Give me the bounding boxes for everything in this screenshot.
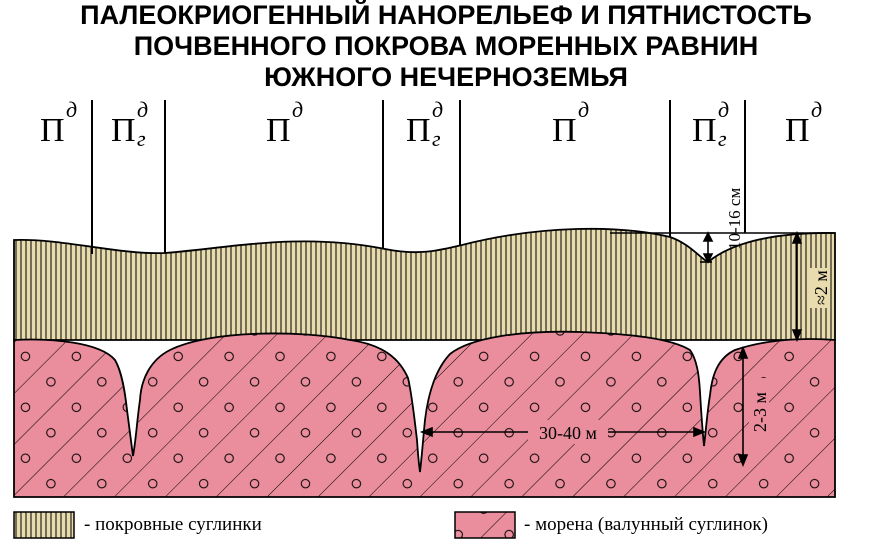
svg-text:д: д xyxy=(578,97,589,122)
svg-text:д: д xyxy=(432,97,443,122)
wedge-depth-label: 2-3 м xyxy=(750,392,770,432)
legend-label-moraine: - морена (валунный суглинок) xyxy=(524,514,768,535)
relief-height-label: 10-16 см xyxy=(725,188,744,250)
svg-text:г: г xyxy=(432,126,441,151)
diagram-title: ПАЛЕОКРИОГЕННЫЙ НАНОРЕЛЬЕФ И ПЯТНИСТОСТЬ… xyxy=(0,0,892,93)
wedge-depth-dimension xyxy=(737,345,749,468)
svg-text:П: П xyxy=(785,112,810,149)
legend-label-cover: - покровные суглинки xyxy=(84,514,262,535)
svg-text:д: д xyxy=(718,97,729,122)
svg-text:д: д xyxy=(137,97,148,122)
svg-text:д: д xyxy=(66,97,77,122)
svg-text:д: д xyxy=(292,97,303,122)
title-line-3: ЮЖНОГО НЕЧЕРНОЗЕМЬЯ xyxy=(264,62,628,92)
title-line-1: ПАЛЕОКРИОГЕННЫЙ НАНОРЕЛЬЕФ И ПЯТНИСТОСТЬ xyxy=(80,0,812,30)
legend-swatch-cover xyxy=(13,511,75,539)
svg-text:П: П xyxy=(111,112,136,149)
moraine-layer xyxy=(13,330,836,498)
soil-label-pdg: П д г xyxy=(111,97,148,151)
cover-thickness-label: ≈2 м xyxy=(811,270,831,305)
soil-label-pd: П д xyxy=(40,97,77,149)
svg-text:П: П xyxy=(406,112,431,149)
svg-text:П: П xyxy=(692,112,717,149)
svg-text:П: П xyxy=(40,112,65,149)
soil-label-pd: П д xyxy=(266,97,303,149)
title-line-2: ПОЧВЕННОГО ПОКРОВА МОРЕННЫХ РАВНИН xyxy=(133,31,759,61)
svg-text:г: г xyxy=(137,126,146,151)
wedge-spacing-label: 30-40 м xyxy=(539,423,597,443)
soil-labels: П д П д г П д П д г П д П д г П д xyxy=(40,97,822,151)
legend-swatch-moraine xyxy=(454,511,516,539)
soil-label-pd: П д xyxy=(552,97,589,149)
svg-text:П: П xyxy=(266,112,291,149)
cover-thickness-dimension xyxy=(791,230,803,343)
soil-label-pdg: П д г xyxy=(406,97,443,151)
cover-thickness-label-bg xyxy=(810,268,830,308)
wedge-spacing-label-bg xyxy=(528,420,608,444)
wedge-depth-label-bg xyxy=(749,378,769,438)
boundary-lines xyxy=(91,100,746,254)
soil-label-pd: П д xyxy=(785,97,822,149)
svg-text:г: г xyxy=(718,126,727,151)
cover-loam-layer xyxy=(13,227,836,341)
soil-label-pdg: П д г xyxy=(692,97,729,151)
svg-text:д: д xyxy=(811,97,822,122)
svg-text:П: П xyxy=(552,112,577,149)
